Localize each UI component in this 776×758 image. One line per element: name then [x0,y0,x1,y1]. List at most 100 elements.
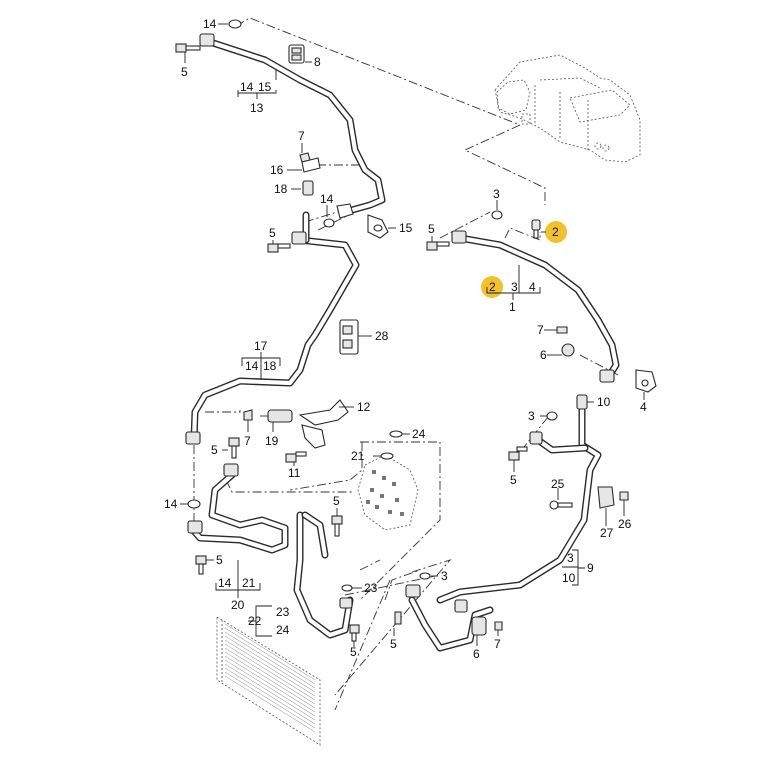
callout-14: 14 [320,192,334,206]
callout-7: 7 [537,323,544,337]
cap-icon [494,621,503,631]
o-ring-icon [546,411,558,421]
callout-3: 3 [528,409,535,423]
fitting-icon [451,230,467,244]
callout-11: 11 [288,466,301,480]
callout-5: 5 [269,226,276,240]
callout-26: 26 [618,517,632,531]
valve-body-icon [471,616,487,636]
callout-2-highlighted[interactable]: 2 [552,225,559,239]
callout-21: 21 [242,576,256,590]
o-ring-icon [341,584,353,592]
callout-3: 3 [511,280,518,294]
bracket-icon [301,157,321,173]
callout-18: 18 [263,359,277,373]
callout-22: 22 [248,614,262,628]
callout-5: 5 [216,553,223,567]
bolt-icon [195,555,207,575]
callout-27: 27 [600,526,614,540]
refrigerant-pipes [189,38,620,652]
callout-14: 14 [164,497,178,511]
bolt-icon [508,446,528,461]
callout-17: 17 [254,339,268,353]
callout-20: 20 [231,598,245,612]
callout-15: 15 [258,80,272,94]
callout-23: 23 [364,581,378,595]
callout-9: 9 [587,561,594,575]
callout-24: 24 [276,623,290,637]
callout-16: 16 [270,163,284,177]
cap-icon [561,343,575,357]
callout-3: 3 [441,569,448,583]
pressure-switch-icon [531,219,541,239]
service-valve-icon [302,180,314,196]
callout-1: 1 [509,300,516,314]
callout-3: 3 [567,551,574,565]
callout-5: 5 [510,473,517,487]
callout-28: 28 [375,329,389,343]
o-ring-icon [419,572,431,580]
callout-2-highlighted[interactable]: 2 [489,280,496,294]
nut-icon [619,491,629,501]
bolt-icon [331,515,343,537]
bolt-icon [349,624,360,642]
fitting-icon [185,431,201,445]
callout-14: 14 [203,17,217,31]
callout-18: 18 [274,182,288,196]
valve-body-icon [267,409,293,423]
callout-24: 24 [412,427,426,441]
callout-23: 23 [276,605,290,619]
callout-13: 13 [250,101,264,115]
bracket-icon [635,369,657,393]
o-ring-icon [187,499,201,509]
callout-labels: 14 5 8 13 14 15 7 16 18 14 15 5 28 17 14… [164,17,647,661]
callout-8: 8 [314,55,321,69]
fitting-icon [405,584,421,598]
screw-icon [549,500,573,510]
o-ring-icon [323,218,335,228]
o-ring-icon [491,210,503,220]
fitting-icon [187,520,203,534]
callout-3: 3 [493,187,500,201]
fitting-icon [223,463,239,477]
callout-5: 5 [428,222,435,236]
callout-10: 10 [562,571,576,585]
callout-12: 12 [357,400,371,414]
callout-15: 15 [399,221,413,235]
fitting-icon [529,431,543,445]
bolt-icon [228,437,240,459]
bracket-icon [367,214,389,239]
cap-icon [556,326,568,334]
callout-4: 4 [529,280,536,294]
callout-5: 5 [211,443,218,457]
callout-19: 19 [265,434,279,448]
leader-lines [180,23,645,647]
clip-icon [339,319,359,355]
bolt-icon [394,611,402,625]
bolt-icon [175,43,201,53]
fitting-icon [339,597,353,609]
clip-icon [288,44,305,64]
callout-6: 6 [473,647,480,661]
bracket-icon [597,486,615,509]
callout-7: 7 [494,637,501,651]
bolt-icon [285,451,307,463]
condenser-ghost [216,616,321,746]
fitting-icon [199,33,215,47]
callout-7: 7 [244,434,251,448]
cap-icon [243,409,253,421]
highlight-marker [545,221,567,243]
bolt-icon [426,241,450,251]
callout-5: 5 [333,494,340,508]
receiver-drier-ghost [357,454,419,531]
callout-6: 6 [540,348,547,362]
callout-14: 14 [240,80,254,94]
highlight-marker [481,276,503,298]
o-ring-icon [389,430,403,438]
parts [175,19,657,642]
callout-7: 7 [298,129,305,143]
callout-10: 10 [597,395,611,409]
o-ring-icon [228,19,242,29]
callout-5: 5 [350,645,357,659]
